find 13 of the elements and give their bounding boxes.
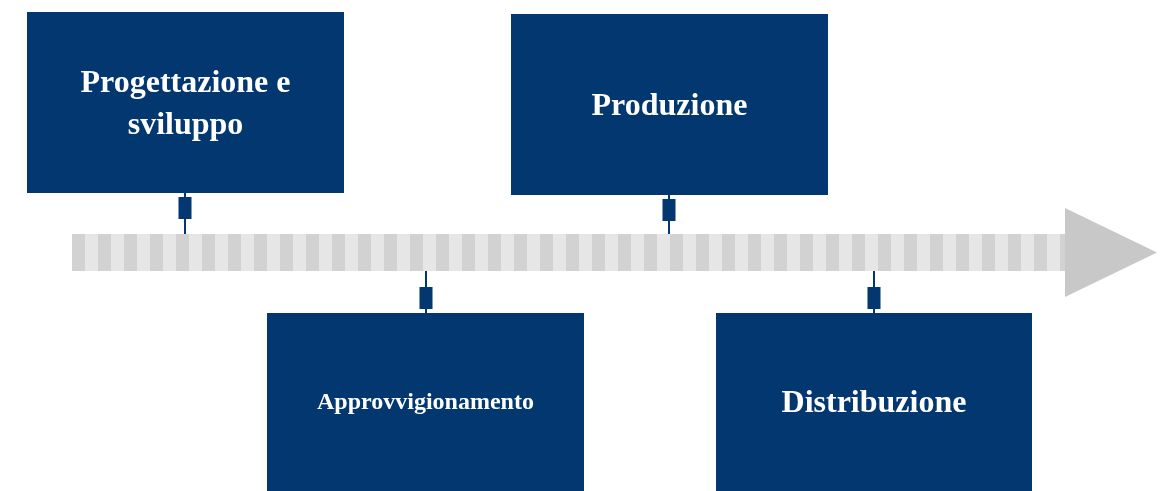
connector [867, 270, 881, 314]
stage-box [511, 14, 828, 195]
stage-box [716, 313, 1032, 491]
stage-title: Produzione [591, 84, 748, 124]
connector [662, 194, 676, 235]
stage-title: Approvvigionamento [317, 387, 534, 417]
timeline-arrow [72, 208, 1157, 297]
stage-title: Distribuzione [781, 382, 967, 422]
connector [419, 270, 433, 314]
stage-box [267, 313, 584, 491]
stage-box [27, 12, 344, 193]
connector [178, 192, 192, 235]
stage-title: Progettazione e sviluppo [79, 61, 292, 143]
